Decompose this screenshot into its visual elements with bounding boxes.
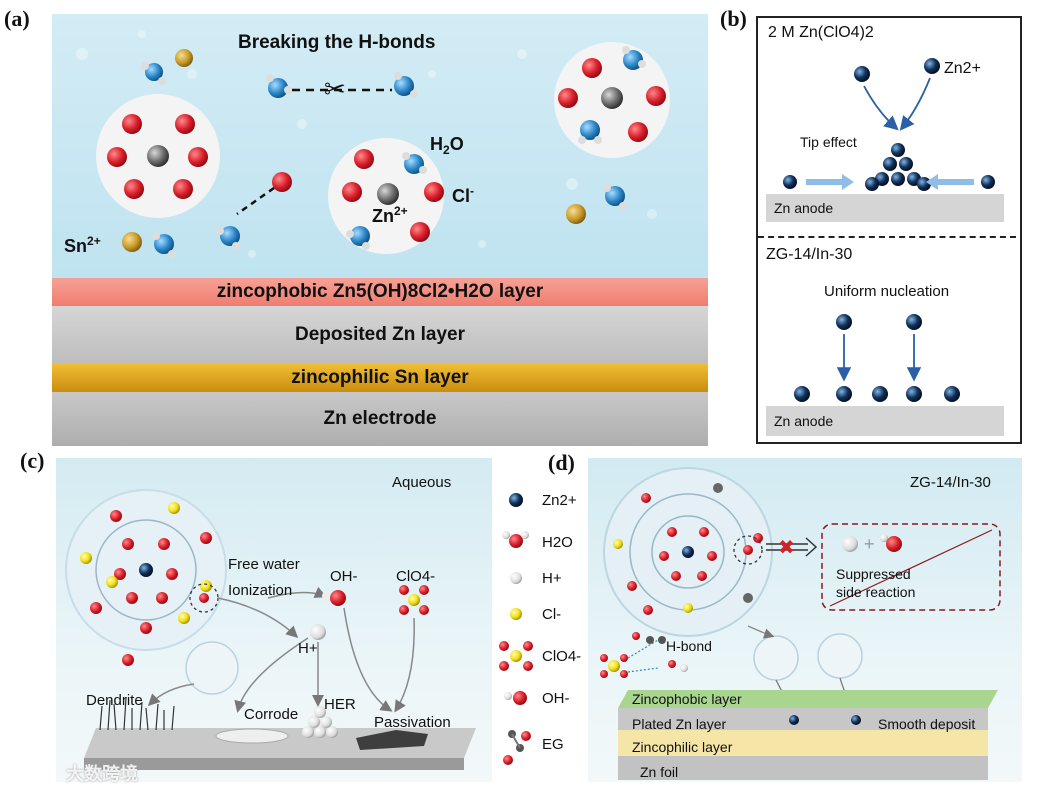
panel-b-bottom-title: ZG-14/In-30 — [766, 246, 853, 263]
legend-h2o: H2O — [542, 534, 573, 551]
panel-c-corrode: Corrode — [244, 706, 299, 723]
legend-h: H+ — [542, 570, 562, 587]
panel-d-title: ZG-14/In-30 — [910, 474, 991, 491]
panel-b-divider — [758, 236, 1016, 238]
layer-zincophobic-a: zincophobic Zn5(OH)8Cl2•H2O layer — [52, 278, 708, 306]
panel-c-free-water: Free water — [228, 556, 300, 573]
label-cl-a: Cl- — [452, 184, 474, 206]
legend-oh: OH- — [542, 690, 570, 707]
legend-clo4: ClO4- — [542, 648, 582, 665]
panel-b-zn-label: Zn2+ — [944, 60, 981, 77]
panel-b-frame — [756, 16, 1022, 444]
panel-b-top-title: 2 M Zn(ClO4)2 — [768, 24, 874, 41]
panel-d-illustration: ✖ + — [600, 467, 1001, 780]
panel-d-suppressed-1: Suppressed — [836, 566, 911, 582]
panel-d-smooth: Smooth deposit — [878, 716, 976, 732]
legend-zn: Zn2+ — [542, 492, 577, 509]
legend-cl: Cl- — [542, 606, 562, 623]
layer-zincophilic-a: zincophilic Sn layer — [52, 364, 708, 392]
panel-c-dendrite: Dendrite — [86, 692, 143, 709]
label-h2o-a: H2O — [430, 134, 464, 157]
panel-d-label: (d) — [548, 450, 575, 475]
panel-b-uniform: Uniform nucleation — [824, 283, 950, 300]
panel-d-hbond: H-bond — [666, 638, 712, 654]
panel-c-oh: OH- — [330, 568, 358, 585]
panel-a-label: (a) — [4, 6, 30, 31]
panel-a-illustration: Breaking the H-bonds ✂ H2O Cl- Zn2+ Sn2+ — [52, 14, 708, 278]
panel-c-her: HER — [324, 696, 356, 713]
panel-b-illustration — [783, 58, 995, 402]
panel-a-title: Breaking the H-bonds — [238, 32, 435, 53]
legend-eg: EG — [542, 736, 564, 753]
legend-icons — [499, 493, 533, 765]
panel-c-ionization: Ionization — [228, 582, 293, 599]
panel-c-passivation: Passivation — [374, 714, 451, 731]
panel-d-zincophilic: Zincophilic layer — [632, 739, 733, 755]
panel-d-suppressed-2: side reaction — [836, 584, 916, 600]
panel-b-tip-effect: Tip effect — [800, 134, 857, 150]
panel-d-plated: Plated Zn layer — [632, 716, 727, 732]
panel-b-label: (b) — [720, 6, 747, 31]
panel-c-clo4: ClO4- — [396, 568, 436, 585]
watermark: 大数跨境 — [66, 764, 138, 784]
panel-c-h: H+ — [298, 640, 318, 657]
panel-d-foil: Zn foil — [640, 764, 679, 780]
red-cross-icon: ✖ — [778, 537, 795, 559]
scissors-icon: ✂ — [324, 74, 346, 104]
panel-c-illustration — [65, 489, 476, 770]
svg-text:+: + — [864, 534, 875, 554]
panel-b-anode-bottom: Zn anode — [766, 406, 1004, 436]
panel-d-zincophobic: Zincophobic layer — [632, 691, 742, 707]
layer-electrode-a: Zn electrode — [52, 392, 708, 446]
panel-c-title: Aqueous — [392, 474, 452, 491]
panel-b-anode-top: Zn anode — [766, 194, 1004, 222]
layer-deposited-a: Deposited Zn layer — [52, 306, 708, 364]
panel-c-label: (c) — [20, 448, 45, 473]
